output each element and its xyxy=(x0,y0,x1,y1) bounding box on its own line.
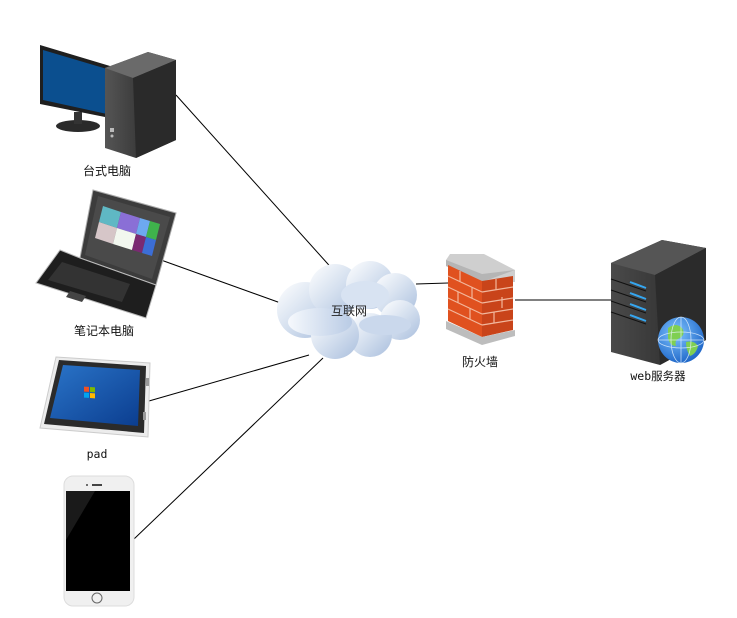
edge-internet-firewall xyxy=(415,282,449,285)
firewall-label: 防火墙 xyxy=(461,355,499,369)
server-label: web服务器 xyxy=(630,369,686,383)
laptop-label: 笔记本电脑 xyxy=(73,324,135,338)
firewall-icon xyxy=(446,254,515,345)
desktop-computer-icon xyxy=(40,45,176,158)
tablet-icon xyxy=(39,356,151,438)
laptop-icon xyxy=(35,189,177,319)
edge-phone-internet xyxy=(133,357,324,540)
pad-label: pad xyxy=(86,447,108,461)
edge-laptop-internet xyxy=(160,259,290,307)
web-server-icon xyxy=(610,240,706,365)
smartphone-icon xyxy=(63,475,135,607)
edge-desktop-internet xyxy=(175,94,337,274)
desktop-label: 台式电脑 xyxy=(82,164,132,178)
internet-label: 互联网 xyxy=(330,304,368,318)
edges xyxy=(133,94,611,540)
edge-pad-internet xyxy=(141,354,310,404)
cloud-icon xyxy=(277,261,420,359)
